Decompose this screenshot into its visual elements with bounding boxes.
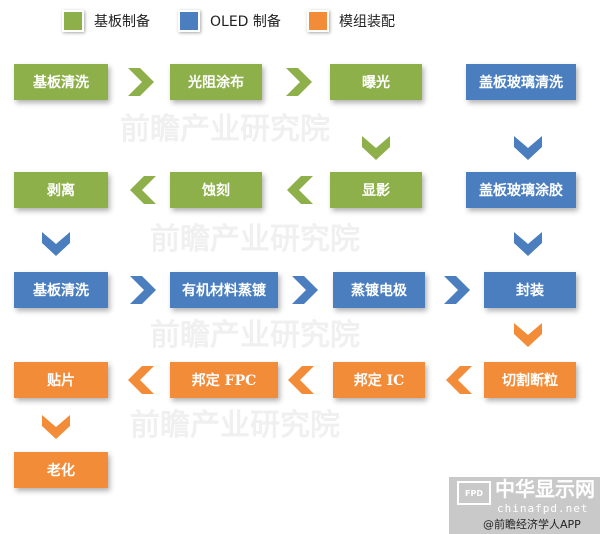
watermark: 前瞻产业研究院 bbox=[150, 222, 360, 257]
chevron-left-icon bbox=[288, 366, 314, 394]
chevron-right-icon bbox=[286, 68, 312, 96]
watermark: 前瞻产业研究院 bbox=[150, 318, 360, 353]
process-step: 蚀刻 bbox=[170, 172, 262, 208]
chevron-down-icon bbox=[42, 232, 70, 256]
chevron-left-icon bbox=[287, 176, 313, 204]
process-step: 基板清洗 bbox=[14, 64, 108, 100]
process-step: 邦定 IC bbox=[333, 362, 425, 398]
site-logo: FPD 中华显示网 chinafpd.net @前瞻经济学人APP bbox=[449, 477, 600, 534]
legend-item: 基板制备 bbox=[62, 10, 150, 32]
watermark: 前瞻产业研究院 bbox=[130, 408, 340, 443]
legend-swatch bbox=[178, 10, 200, 32]
process-step: 基板清洗 bbox=[14, 272, 108, 308]
logo-title: 中华显示网 bbox=[495, 477, 595, 501]
chevron-left-icon bbox=[130, 176, 156, 204]
chevron-down-icon bbox=[514, 136, 542, 160]
chevron-right-icon bbox=[444, 276, 470, 304]
logo-url: chinafpd.net bbox=[497, 502, 589, 515]
credit-text: @前瞻经济学人APP bbox=[483, 518, 581, 531]
legend-label: OLED 制备 bbox=[210, 14, 281, 30]
chevron-left-icon bbox=[128, 366, 154, 394]
process-step: 邦定 FPC bbox=[170, 362, 278, 398]
process-step: 蒸镀电极 bbox=[333, 272, 425, 308]
process-step: 剥离 bbox=[14, 172, 108, 208]
chevron-right-icon bbox=[128, 68, 154, 96]
chevron-down-icon bbox=[514, 323, 542, 347]
watermark: 前瞻产业研究院 bbox=[120, 112, 330, 147]
chevron-down-icon bbox=[362, 136, 390, 160]
process-step: 封装 bbox=[484, 272, 576, 308]
process-step: 盖板玻璃涂胶 bbox=[466, 172, 576, 208]
chevron-right-icon bbox=[130, 276, 156, 304]
legend-item: OLED 制备 bbox=[178, 10, 281, 32]
chevron-left-icon bbox=[446, 366, 472, 394]
process-step: 盖板玻璃清洗 bbox=[466, 64, 576, 100]
legend-swatch bbox=[307, 10, 329, 32]
process-step: 有机材料蒸镀 bbox=[170, 272, 278, 308]
process-step: 光阻涂布 bbox=[170, 64, 262, 100]
monitor-icon: FPD bbox=[457, 481, 491, 505]
legend-swatch bbox=[62, 10, 84, 32]
process-step: 贴片 bbox=[14, 362, 108, 398]
chevron-right-icon bbox=[292, 276, 318, 304]
process-step: 切割断粒 bbox=[484, 362, 576, 398]
legend-label: 模组装配 bbox=[339, 14, 395, 30]
chevron-down-icon bbox=[514, 232, 542, 256]
legend-label: 基板制备 bbox=[94, 14, 150, 30]
process-step: 曝光 bbox=[330, 64, 422, 100]
process-step: 老化 bbox=[14, 452, 108, 488]
legend-item: 模组装配 bbox=[307, 10, 395, 32]
process-step: 显影 bbox=[330, 172, 422, 208]
chevron-down-icon bbox=[42, 415, 70, 439]
